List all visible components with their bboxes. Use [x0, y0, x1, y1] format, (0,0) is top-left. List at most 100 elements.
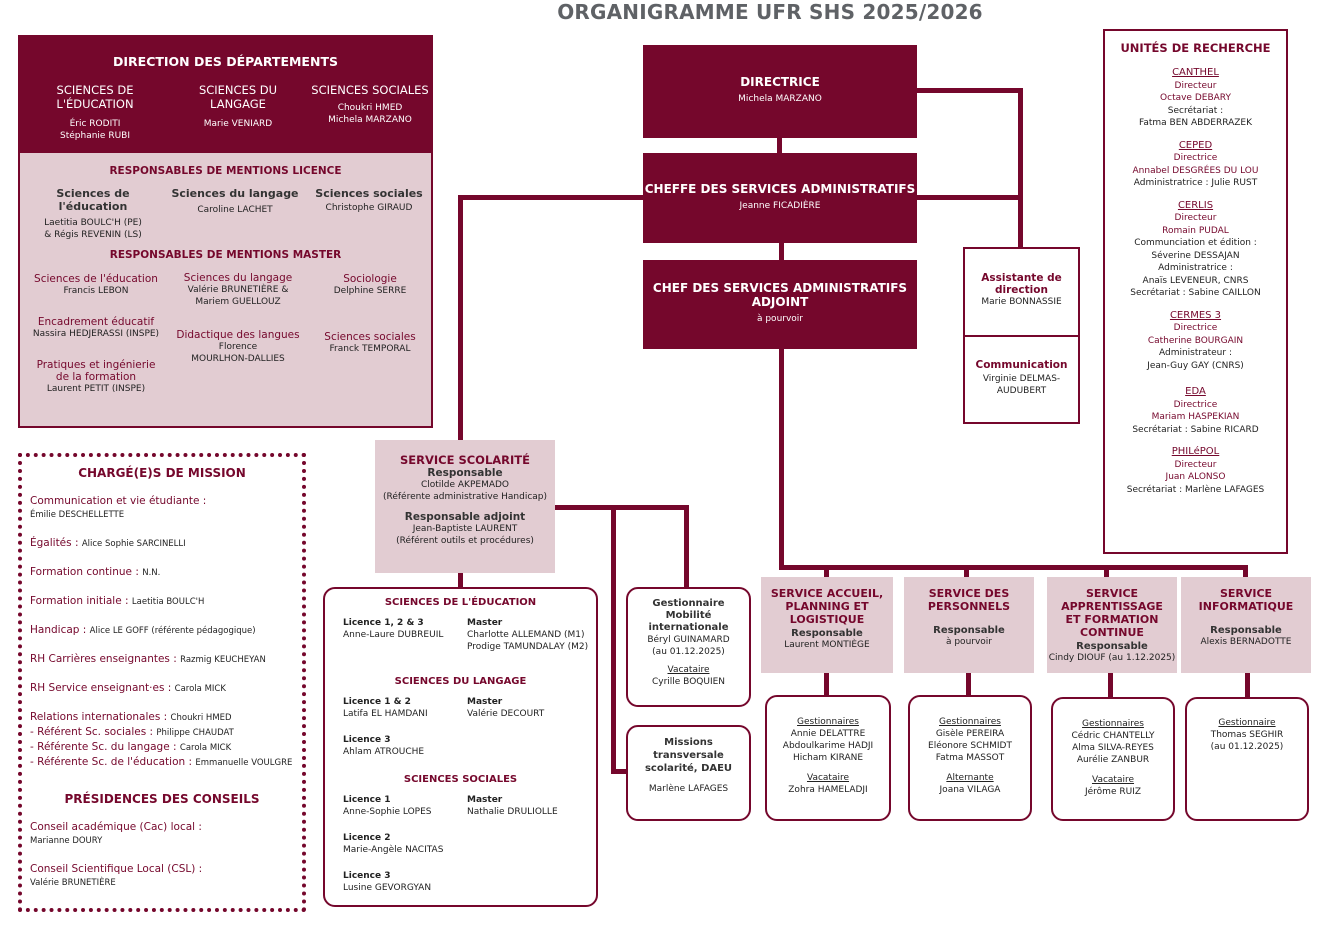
- research-unit-line: Directrice: [1173, 153, 1218, 163]
- group-person: Nathalie DRULIOLLE: [467, 807, 558, 817]
- team-member: Cédric CHANTELLY: [1071, 731, 1155, 741]
- scolarite-section-heading: SCIENCES DU LANGAGE: [394, 676, 527, 687]
- page-title: ORGANIGRAMME UFR SHS 2025/2026: [557, 0, 983, 24]
- research-unit-name: CERMES 3: [1169, 309, 1222, 321]
- group-person: Marie-Angèle NACITAS: [343, 845, 444, 855]
- master-encadrement: Encadrement éducatif Nassira HEDJERASSI …: [32, 316, 160, 339]
- group-label: Master: [467, 697, 503, 707]
- team-group-label: Gestionnaires: [1082, 719, 1144, 729]
- mission-item: Formation initiale : Laetitia BOULC'H: [30, 595, 205, 607]
- group-person: Charlotte ALLEMAND (M1): [467, 630, 585, 640]
- connector: [458, 195, 644, 200]
- team-group-label: Vacataire: [1091, 775, 1135, 785]
- connector: [1108, 672, 1113, 698]
- mission-item: RH Service enseignant·es : Carola MICK: [30, 682, 226, 694]
- master-didactique: Didactique des langues Florence MOURLHON…: [176, 329, 300, 364]
- team-member: Hicham KIRANE: [792, 753, 864, 763]
- group-person: Anne-Sophie LOPES: [343, 807, 432, 817]
- research-unit-line: Directrice: [1173, 399, 1218, 410]
- team-group-label: Alternante: [946, 773, 994, 783]
- service-resp-label: Responsable: [1210, 625, 1282, 636]
- service-title: LOGISTIQUE: [789, 613, 865, 626]
- research-unit-line: Anaïs LEVENEUR, CNRS: [1142, 275, 1249, 286]
- research-unit-line: Séverine DESSAJAN: [1151, 250, 1240, 261]
- service-title: CONTINUE: [1080, 626, 1144, 639]
- directrice-box: DIRECTRICE Michela MARZANO: [643, 45, 917, 138]
- scolarite-section-heading: SCIENCES SOCIALES: [403, 774, 518, 785]
- research-unit-name: CERLIS: [1177, 199, 1214, 211]
- mission-item: - Référente Sc. de l'éducation : Emmanue…: [30, 756, 293, 768]
- connector: [1243, 565, 1248, 578]
- group-label: Licence 3: [343, 735, 391, 745]
- group-person: Valérie DECOURT: [467, 709, 545, 719]
- research-unit-line: Jean-Guy GAY (CNRS): [1147, 360, 1244, 371]
- team-member: Gisèle PEREIRA: [935, 729, 1005, 739]
- conseil-item: Conseil académique (Cac) local :Marianne…: [30, 821, 202, 846]
- connector: [964, 565, 969, 578]
- mission-item: Handicap : Alice LE GOFF (référente péda…: [30, 624, 256, 636]
- licence-langage: Sciences du langage Caroline LACHET: [171, 187, 299, 215]
- master-langage: Sciences du langage Valérie BRUNETIÈRE &…: [183, 272, 293, 307]
- group-person: Latifa EL HAMDANI: [343, 709, 428, 719]
- research-unit-line: Directeur: [1174, 80, 1217, 91]
- connector: [779, 348, 784, 570]
- team-member: Aurélie ZANBUR: [1076, 755, 1150, 765]
- team-member: Jérôme RUIZ: [1084, 787, 1142, 797]
- service-title: APPRENTISSAGE: [1061, 600, 1163, 613]
- team-group-label: Gestionnaires: [797, 717, 859, 727]
- connector: [824, 565, 829, 578]
- connector: [1245, 672, 1250, 698]
- research-unit-line: Directeur: [1174, 459, 1217, 470]
- missions-panel: CHARGÉ(E)S DE MISSION Communication et v…: [18, 453, 306, 912]
- research-unit-line: Secrétariat : Marlène LAFAGES: [1126, 484, 1265, 495]
- master-sciences-sociales: Sciences sociales Franck TEMPORAL: [324, 331, 416, 354]
- mission-item: RH Carrières enseignantes : Razmig KEUCH…: [30, 653, 266, 665]
- connector: [779, 565, 1247, 570]
- direction-departements-panel: DIRECTION DES DÉPARTEMENTS SCIENCES DE L…: [18, 35, 433, 428]
- licence-sociales: Sciences sociales Christophe GIRAUD: [315, 187, 423, 213]
- group-person: Lusine GEVORGYAN: [343, 883, 432, 893]
- conseil-item: Conseil Scientifique Local (CSL) :Valéri…: [30, 863, 203, 888]
- assistante-box: Assistante de direction Marie BONNASSIE: [963, 247, 1080, 337]
- scolarite-group: Licence 1 Anne-Sophie LOPES: [343, 794, 463, 818]
- conseils-heading: PRÉSIDENCES DES CONSEILS: [64, 792, 260, 806]
- scolarite-section: SCIENCES SOCIALES Licence 1 Anne-Sophie LO…: [325, 774, 596, 893]
- connector: [779, 242, 784, 262]
- service-resp-label: Responsable: [1076, 641, 1148, 652]
- cheffe-box: CHEFFE DES SERVICES ADMINISTRATIFS Jeann…: [643, 153, 917, 243]
- connector: [916, 195, 1022, 200]
- service-title: ET FORMATION: [1065, 613, 1159, 626]
- connector: [458, 572, 463, 588]
- mission-item: - Référent Sc. sociales : Philippe CHAUD…: [30, 726, 234, 738]
- team-member: Zohra HAMELADJI: [788, 785, 868, 795]
- team-member: Joana VILAGA: [939, 785, 1001, 795]
- service-title: SERVICE DES: [928, 587, 1010, 600]
- research-unit-line: Secrétariat : Sabine CAILLON: [1130, 288, 1261, 298]
- research-unit-line: Romain PUDAL: [1162, 225, 1229, 236]
- connector: [684, 505, 689, 589]
- mission-item: Communication et vie étudiante :Émilie D…: [30, 495, 207, 520]
- connector: [824, 672, 829, 696]
- group-label: Licence 1: [343, 795, 391, 805]
- group-label: Licence 1, 2 & 3: [343, 618, 424, 628]
- team-member: Abdoulkarime HADJI: [782, 741, 874, 751]
- group-person: Anne-Laure DUBREUIL: [343, 630, 444, 640]
